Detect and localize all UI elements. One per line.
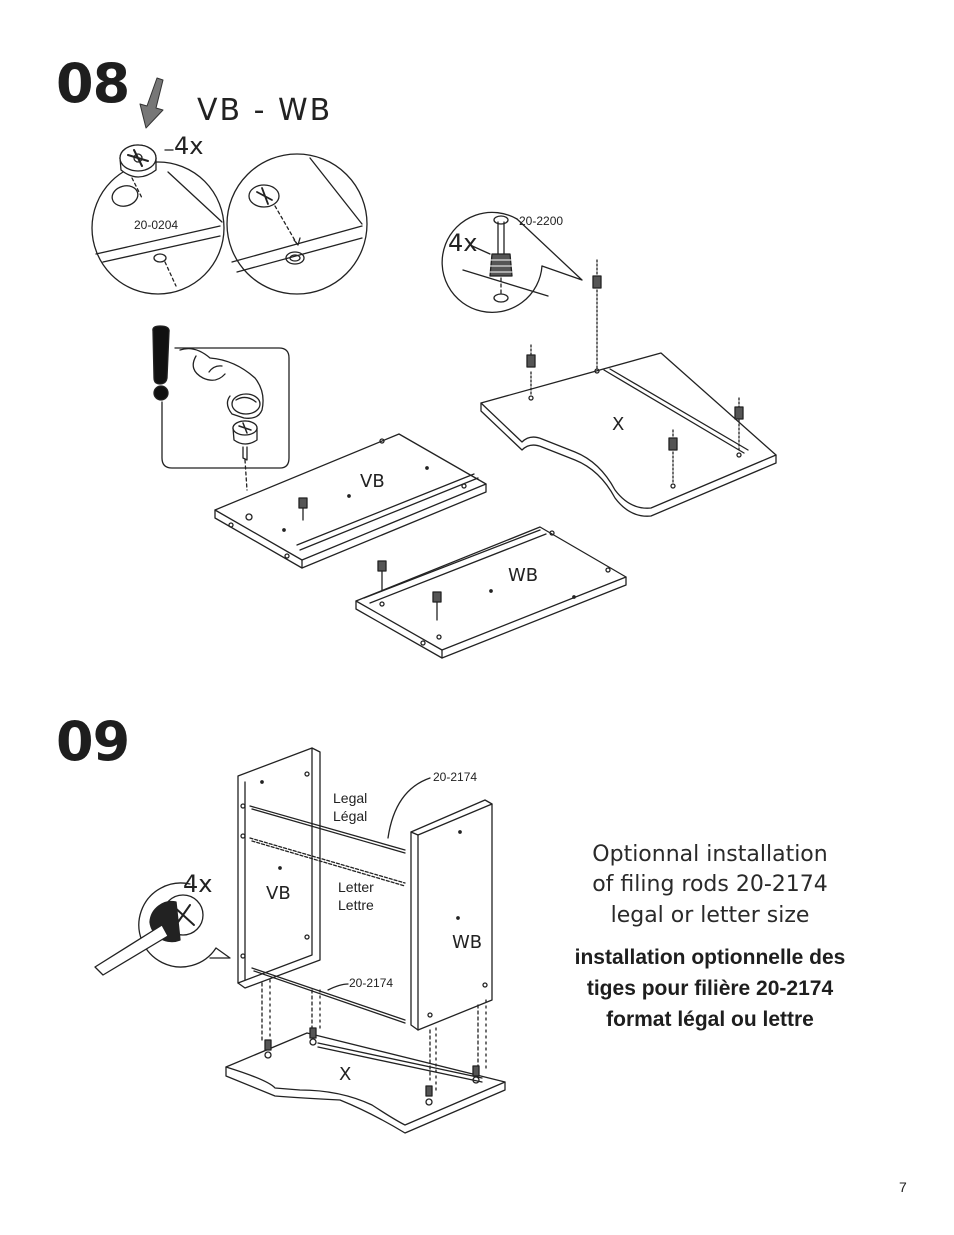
cam-lock-icon [119, 144, 174, 178]
cam-lock-qty: 4x [174, 132, 204, 160]
panel-wb-08 [355, 526, 627, 659]
step-number-08: 08 [56, 52, 130, 115]
hand-press-detail-box [161, 347, 290, 469]
rod-letter-label: Letter Lettre [338, 879, 374, 913]
filing-rods [249, 777, 431, 1024]
cam-lock-detail-circle [91, 161, 225, 295]
panel-label-vb-09: VB [266, 883, 291, 904]
page-number: 7 [899, 1179, 907, 1195]
cam-lock-part-number: 20-0204 [134, 218, 179, 232]
screwdriver-qty: 4x [183, 870, 213, 898]
step-number-09: 09 [56, 710, 130, 773]
screwdriver-icon [94, 894, 204, 976]
panel-wb-09 [410, 799, 493, 1031]
rod-legal-label: Legal Légal [333, 790, 368, 824]
hand-press-icon [179, 347, 264, 491]
cam-seated-detail-circle [226, 153, 368, 295]
panel-label-x-09: X [339, 1064, 352, 1085]
panel-label-vb-08: VB [360, 471, 385, 492]
panel-label-wb-08: WB [508, 565, 539, 586]
panel-vb-08 [214, 433, 487, 569]
panel-vb-09 [237, 747, 321, 989]
cam-bolt-detail-circle [441, 211, 583, 314]
panel-label-x-08: X [612, 414, 625, 435]
panel-label-wb-09: WB [452, 932, 483, 953]
panel-x-08 [480, 259, 777, 517]
cam-bolt-icon [489, 215, 513, 303]
step-title-08: VB - WB [197, 93, 333, 128]
panel-x-09 [225, 979, 506, 1134]
cam-bolt-part-number: 20-2200 [519, 214, 564, 228]
arrow-down-icon [139, 77, 164, 129]
caution-icon [152, 325, 170, 401]
rod-part-number-bottom: 20-2174 [349, 976, 394, 990]
optional-note-french: installation optionnelle des tiges pour … [574, 946, 846, 1032]
rod-part-number-top: 20-2174 [433, 770, 478, 784]
optional-note-english: Optionnal installation of filing rods 20… [592, 842, 828, 928]
cam-bolt-qty: 4x [448, 229, 478, 257]
